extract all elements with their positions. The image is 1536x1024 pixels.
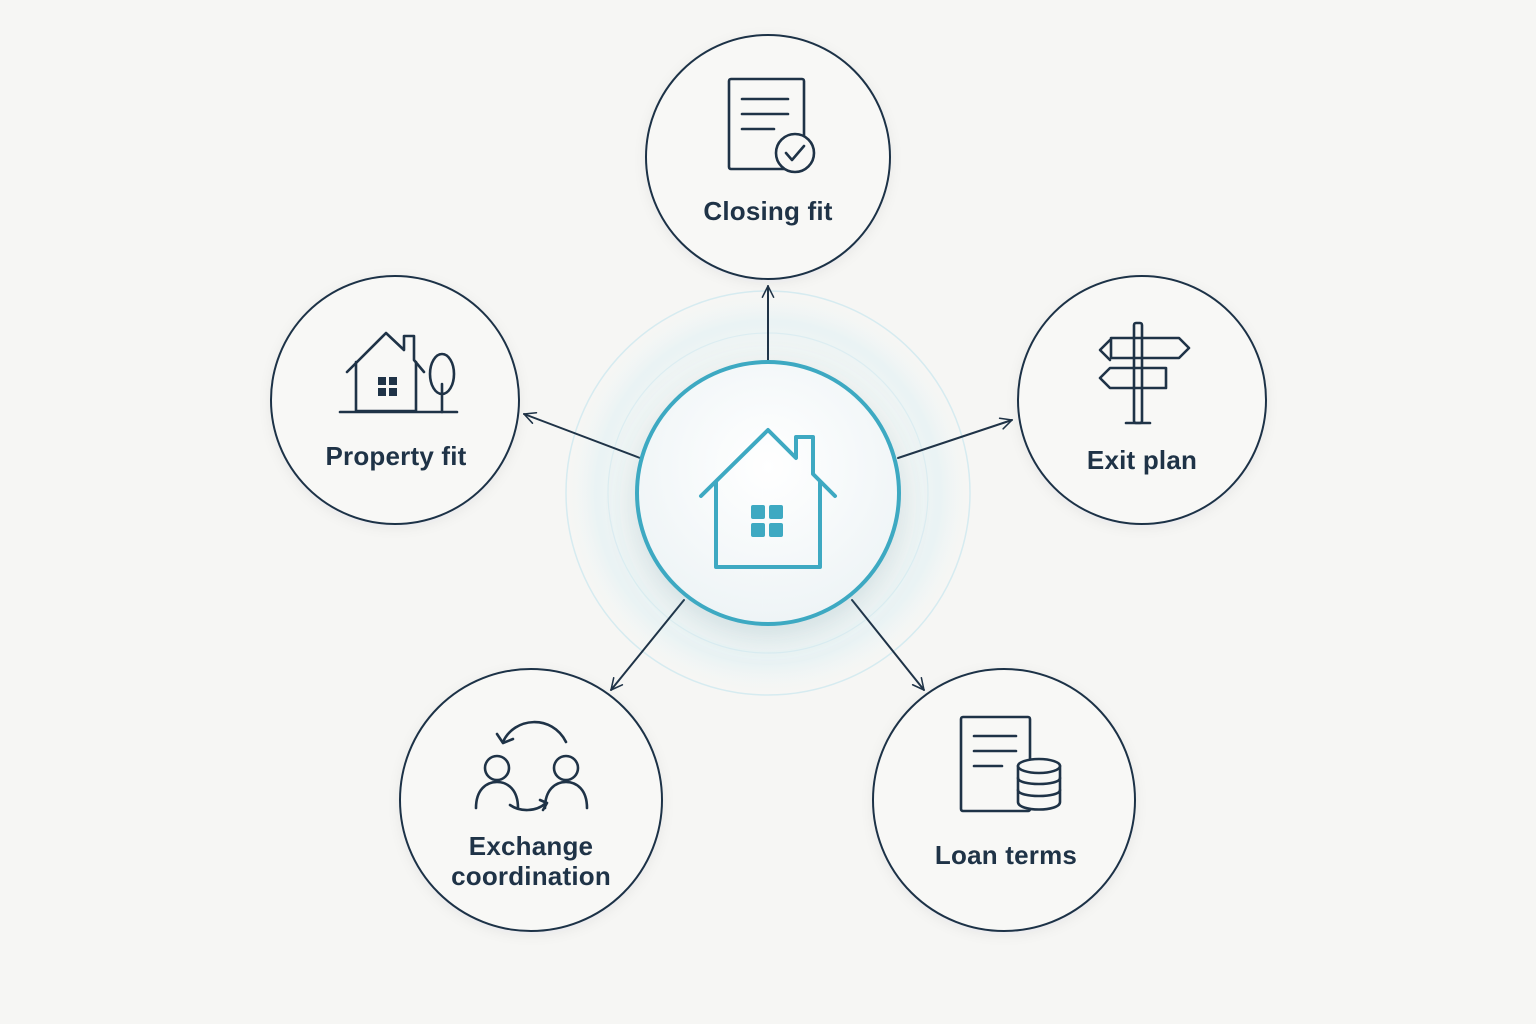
signpost-icon [1098, 321, 1191, 425]
node-closing [645, 34, 891, 280]
center-node [635, 360, 901, 626]
node-loan [872, 668, 1136, 932]
people-exchange-icon [474, 720, 589, 812]
document-coins-icon [959, 715, 1062, 813]
document-check-icon [727, 77, 816, 174]
arrow-to-property [523, 411, 641, 459]
node-exchange [399, 668, 663, 932]
label-loan-terms: Loan terms [934, 840, 1078, 870]
house-tree-icon [338, 331, 459, 414]
house-icon [699, 428, 837, 569]
connectors [523, 285, 1013, 691]
label-exit-plan: Exit plan [1086, 445, 1198, 475]
node-property [270, 275, 520, 525]
label-exchange-line1: Exchange [468, 831, 594, 861]
label-exchange-line2: coordination [451, 861, 611, 891]
arrow-to-exit [897, 417, 1013, 459]
arrow-to-exchange [610, 599, 685, 691]
label-closing-fit: Closing fit [703, 196, 833, 226]
label-property-fit: Property fit [325, 441, 467, 471]
arrow-to-loan [851, 599, 925, 691]
label-exchange-coordination: Exchange coordination [451, 831, 611, 891]
